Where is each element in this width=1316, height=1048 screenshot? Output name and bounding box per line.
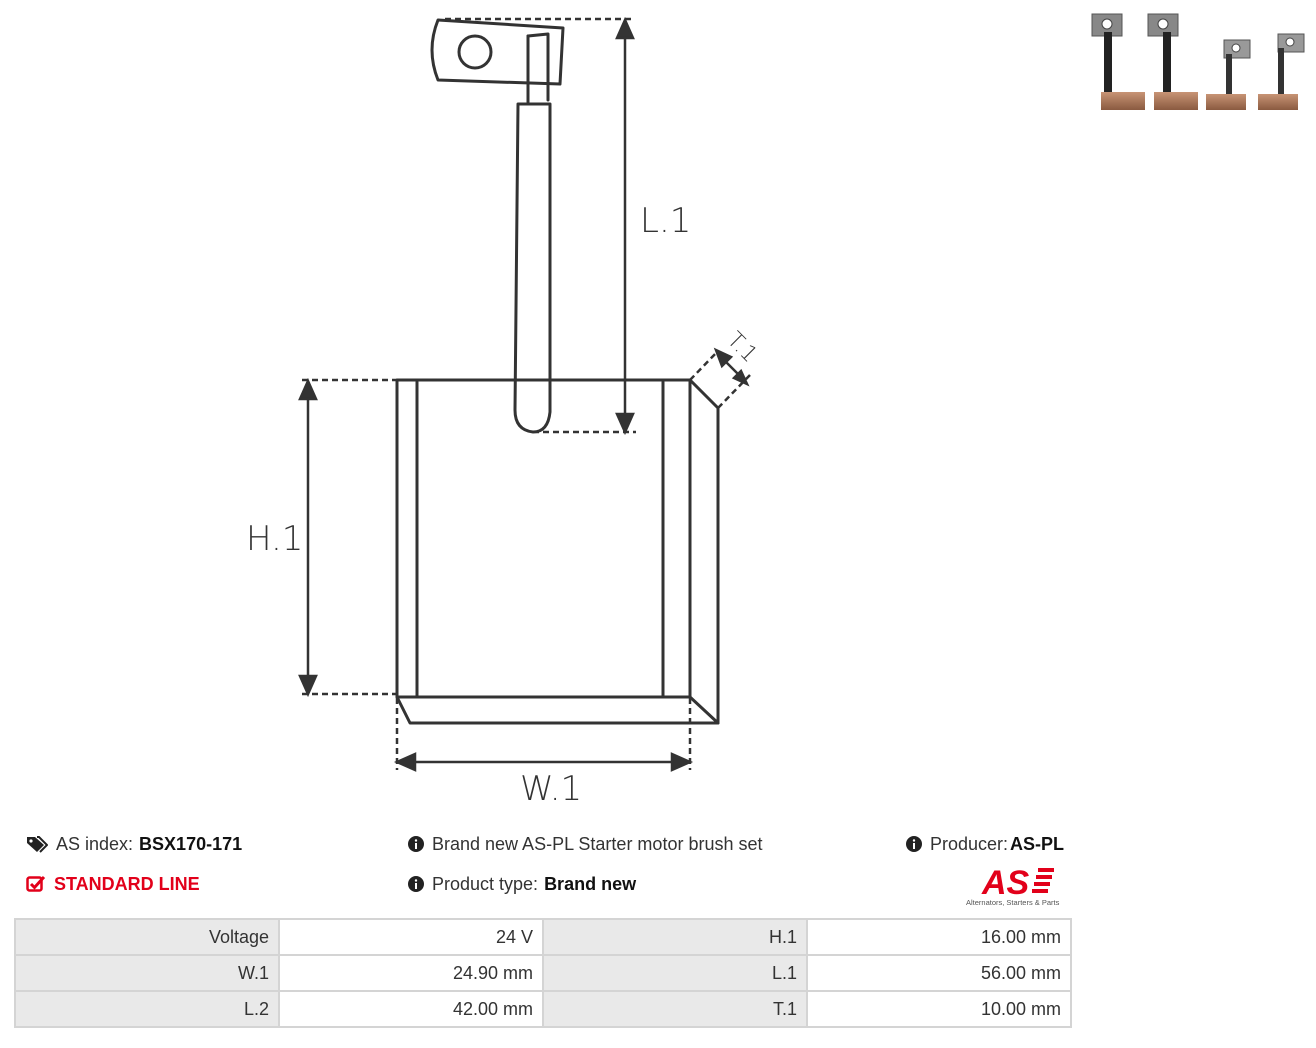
logo-mark: AS: [981, 864, 1030, 902]
brush-photo-2: [1147, 13, 1198, 110]
spec-key: L.1: [542, 954, 808, 992]
tags-icon: [27, 836, 48, 853]
producer-label: Producer:: [930, 834, 1009, 854]
brush-photo-3: [1206, 39, 1251, 110]
info-icon: [408, 836, 424, 852]
t1-extension-a: [689, 350, 719, 381]
spec-value: 56.00 mm: [806, 954, 1072, 992]
standard-line-label: STANDARD LINE: [54, 874, 200, 894]
brush-block: [395, 378, 720, 725]
product-type-line: Product type: Brand new: [408, 873, 636, 895]
spec-key: H.1: [542, 918, 808, 956]
spec-value: 24 V: [278, 918, 544, 956]
lug-hole: [457, 34, 493, 70]
description-text: Brand new AS-PL Starter motor brush set: [432, 834, 763, 854]
spec-key: Voltage: [14, 918, 280, 956]
h1-label: H.1: [246, 519, 303, 559]
brush-lead: [513, 102, 552, 434]
brush-photo-4: [1258, 33, 1305, 110]
terminal-lug: [430, 18, 565, 104]
description-line: Brand new AS-PL Starter motor brush set: [408, 833, 763, 855]
standard-line: STANDARD LINE: [26, 873, 200, 895]
l1-label: L.1: [640, 201, 691, 241]
brush-technical-drawing: L.1 H.1 W.1 T.1: [246, 16, 762, 809]
spec-key: T.1: [542, 990, 808, 1028]
as-index-line: AS index: BSX170-171: [26, 833, 242, 855]
t1-extension-b: [717, 374, 751, 409]
as-index-value: BSX170-171: [139, 834, 243, 854]
spec-value: 16.00 mm: [806, 918, 1072, 956]
logo-tagline: Alternators, Starters & Parts: [966, 898, 1060, 907]
table-row: W.1 24.90 mm L.1 56.00 mm: [14, 954, 1072, 992]
brush-photo-1: [1091, 13, 1145, 110]
specifications-table: Voltage 24 V H.1 16.00 mm W.1 24.90 mm L…: [14, 918, 1072, 1028]
w1-label: W.1: [520, 769, 582, 809]
table-row: Voltage 24 V H.1 16.00 mm: [14, 918, 1072, 956]
as-index-label: AS index:: [56, 834, 134, 854]
table-row: L.2 42.00 mm T.1 10.00 mm: [14, 990, 1072, 1028]
checkbox-checked-icon: [26, 875, 46, 892]
producer-value: AS-PL: [1010, 834, 1065, 854]
as-pl-logo: AS Alternators, Starters & Parts: [966, 864, 1060, 907]
producer-line: Producer: AS-PL: [906, 833, 1064, 855]
spec-key: L.2: [14, 990, 280, 1028]
product-type-label: Product type:: [432, 874, 539, 894]
spec-key: W.1: [14, 954, 280, 992]
spec-value: 24.90 mm: [278, 954, 544, 992]
product-type-value: Brand new: [544, 874, 637, 894]
product-photo-thumbnails[interactable]: [1088, 8, 1312, 114]
info-icon: [906, 836, 922, 852]
info-icon: [408, 876, 424, 892]
spec-value: 42.00 mm: [278, 990, 544, 1028]
spec-value: 10.00 mm: [806, 990, 1072, 1028]
